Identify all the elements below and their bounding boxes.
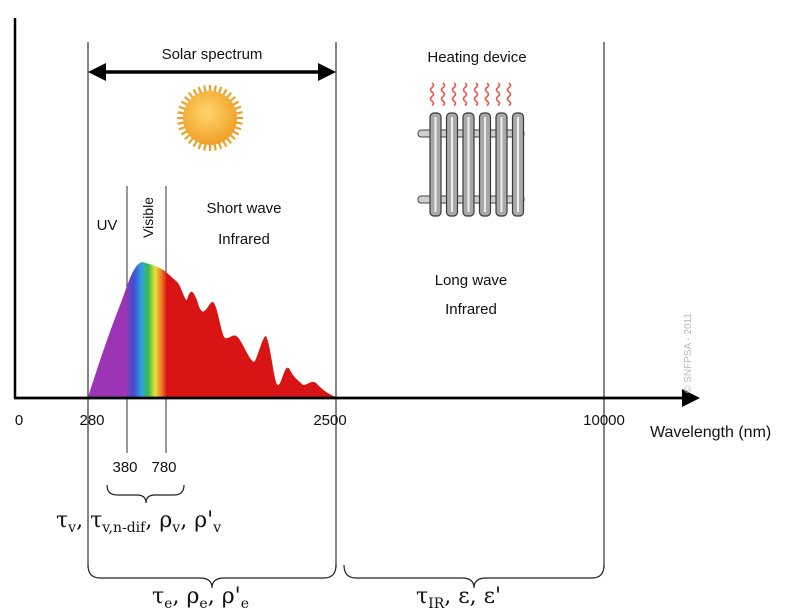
heating-device-label: Heating device <box>427 49 526 66</box>
visible-brace <box>106 484 185 504</box>
sun-icon <box>177 85 243 151</box>
tick-label-780: 780 <box>151 459 176 476</box>
axis-label: Wavelength (nm) <box>650 424 771 441</box>
visible-properties: τv, τv,n-dif, ρv, ρ'v <box>56 508 221 536</box>
tick-label-380: 380 <box>112 459 137 476</box>
solar-spectrum-label: Solar spectrum <box>162 46 263 63</box>
uv-label: UV <box>97 217 118 234</box>
tick-label-280: 280 <box>79 412 104 429</box>
solar-spectrum-arrow <box>88 63 336 81</box>
radiator-icon <box>417 112 525 217</box>
tick-label-2500: 2500 <box>313 412 346 429</box>
x-axis <box>14 389 700 407</box>
long-wave-label-line2: Infrared <box>445 301 497 318</box>
short-wave-label-line2: Infrared <box>218 231 270 248</box>
solar-brace <box>87 564 337 589</box>
tick-label-0: 0 <box>15 412 23 429</box>
heat-waves-icon <box>429 82 512 107</box>
long-wave-label-line1: Long wave <box>435 272 508 289</box>
solar-properties: τe, ρe, ρ'e <box>152 584 249 609</box>
tick-label-10000: 10000 <box>583 412 625 429</box>
copyright-text: © SNFPSA - 2011 <box>683 313 694 393</box>
infrared-brace <box>343 564 605 589</box>
infrared-properties: τIR, ε, ε' <box>416 584 501 609</box>
solar-spectrum-curve <box>88 262 336 397</box>
visible-label: Visible <box>140 197 156 238</box>
short-wave-label-line1: Short wave <box>206 200 281 217</box>
